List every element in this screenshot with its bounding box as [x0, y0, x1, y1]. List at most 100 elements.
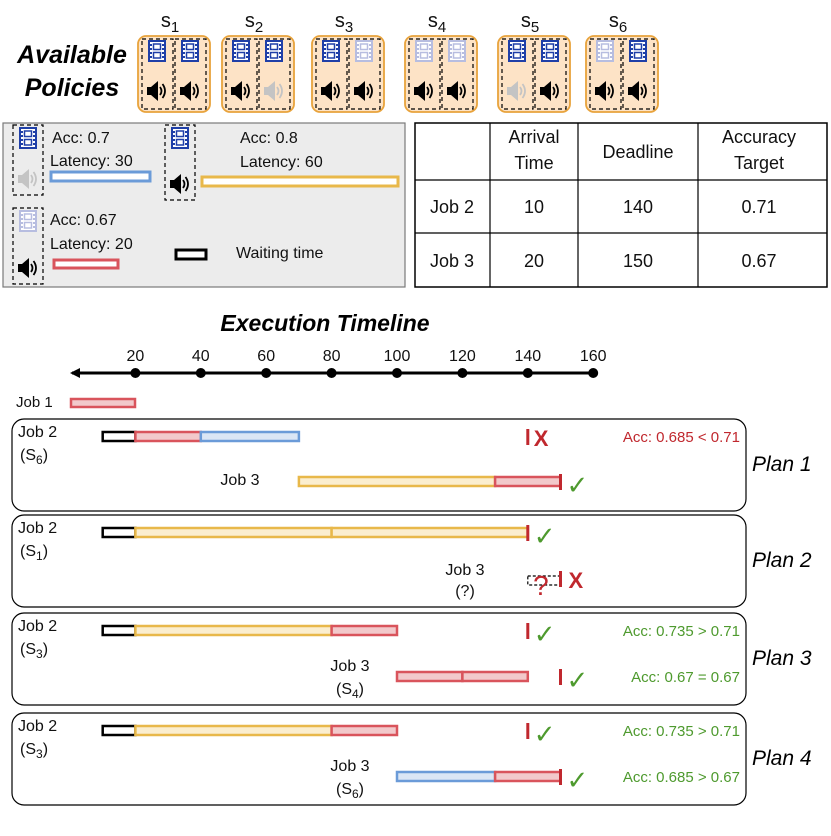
- job2-bar-yellow: [134, 724, 333, 737]
- check-icon: ✓: [567, 665, 589, 695]
- policy-card-s5: s5: [497, 10, 571, 113]
- timeline-tick-label: 100: [384, 348, 411, 365]
- policy-label-sub: 4: [438, 19, 446, 36]
- table-cell-accuracy: 0.71: [741, 197, 776, 217]
- speaker-icon: [595, 81, 614, 101]
- policy-label: s6: [609, 10, 627, 36]
- legend-waiting-bar: [174, 248, 208, 261]
- policy-label-letter: s: [428, 10, 438, 32]
- policies-title-line1: Available: [16, 41, 127, 69]
- job3-bar-red-1: [395, 670, 464, 683]
- waiting-time-bar: [101, 624, 137, 637]
- policy-label: s4: [428, 10, 446, 36]
- job3-bar-yellow: [297, 475, 497, 488]
- table-header-arrival: Arrival: [508, 127, 559, 147]
- speaker-icon: [180, 81, 199, 101]
- job2-bar-red: [330, 724, 399, 737]
- table-row: Job 3 20 150 0.67: [430, 251, 777, 271]
- timeline-tick-dot: [130, 368, 141, 378]
- timeline-tick-dot: [522, 368, 533, 378]
- policy-slot: [501, 38, 534, 110]
- table-cell-accuracy: 0.67: [741, 251, 776, 271]
- job2-bar-yellow-2: [330, 526, 530, 539]
- plan-name: Plan 2: [752, 549, 812, 572]
- policy-slot: [589, 38, 622, 110]
- job3-accuracy-note: Acc: 0.67 = 0.67: [631, 669, 740, 686]
- video-icon: [181, 40, 199, 62]
- policy-card-s2: s2: [221, 10, 295, 113]
- policy-label-letter: s: [609, 10, 619, 32]
- timeline-tick-dot: [326, 368, 337, 378]
- policy-slot: [348, 38, 381, 110]
- job3-label: Job 3: [330, 758, 369, 775]
- timeline-title: Execution Timeline: [220, 310, 429, 336]
- table-header-deadline: Deadline: [602, 142, 673, 162]
- policy-label-sub: 1: [171, 19, 179, 36]
- timeline-tick-dot: [457, 368, 468, 378]
- policy-slot: [225, 38, 258, 110]
- video-icon: [19, 127, 37, 149]
- policy-label: s2: [245, 10, 263, 36]
- speaker-icon: [147, 81, 166, 101]
- legend-entry1-bar: [49, 170, 152, 183]
- cross-icon: X: [534, 426, 549, 451]
- speaker-icon: [18, 258, 37, 278]
- video-icon: [232, 40, 250, 62]
- legend-slot: [12, 124, 44, 196]
- legend-entry3-latency: Latency: 20: [50, 236, 133, 253]
- waiting-time-bar: [101, 430, 137, 443]
- job2-accuracy-note: Acc: 0.735 > 0.71: [623, 723, 740, 740]
- speaker-icon: [354, 81, 373, 101]
- legend-entry1-acc: Acc: 0.7: [52, 130, 110, 147]
- policy-label-letter: s: [245, 10, 255, 32]
- timeline-tick-dot: [588, 368, 599, 378]
- video-icon: [171, 127, 189, 149]
- legend-entry2-acc: Acc: 0.8: [240, 130, 298, 147]
- policies-title-line2: Policies: [25, 74, 120, 102]
- jobs-table-border: [414, 122, 828, 288]
- legend-entry3-acc: Acc: 0.67: [50, 212, 117, 229]
- policy-legend-panel: Acc: 0.7 Latency: 30 Acc: 0.8 Latency: 6…: [2, 122, 406, 288]
- policy-label-sub: 2: [255, 19, 263, 36]
- timeline-tick-label: 80: [323, 348, 341, 365]
- job3-label: Job 3: [330, 658, 369, 675]
- legend-entry1-latency: Latency: 30: [50, 153, 133, 170]
- video-icon: [265, 40, 283, 62]
- policy-slot: [141, 38, 174, 110]
- table-cell-deadline: 150: [623, 251, 653, 271]
- policy-label: s3: [335, 10, 353, 36]
- cross-icon: X: [569, 568, 584, 593]
- check-icon: ✓: [534, 719, 556, 749]
- speaker-icon: [170, 174, 189, 194]
- job2-policy: (S1): [20, 543, 48, 563]
- job3-bar-red-2: [461, 670, 530, 683]
- job2-accuracy-note: Acc: 0.685 < 0.71: [623, 429, 740, 446]
- table-cell-deadline: 140: [623, 197, 653, 217]
- job2-bar-yellow: [134, 624, 333, 637]
- policy-label-letter: s: [161, 10, 171, 32]
- video-icon: [415, 40, 433, 62]
- speaker-icon: [264, 81, 283, 101]
- policy-card-s3: s3: [311, 10, 385, 113]
- speaker-icon: [540, 81, 559, 101]
- job2-bar-red: [330, 624, 399, 637]
- jobs-table: Arrival Time Deadline Accuracy Target Jo…: [414, 122, 828, 288]
- video-icon: [148, 40, 166, 62]
- question-mark-icon: ?: [533, 570, 549, 601]
- timeline-tick-label: 120: [449, 348, 476, 365]
- job2-bar-red: [134, 430, 203, 443]
- video-icon: [355, 40, 373, 62]
- job2-accuracy-note: Acc: 0.735 > 0.71: [623, 623, 740, 640]
- policy-slot: [622, 38, 655, 110]
- policy-label-sub: 3: [345, 19, 353, 36]
- legend-entry1-icon: [12, 124, 44, 196]
- job1-label: Job 1: [16, 394, 53, 411]
- waiting-time-bar: [101, 724, 137, 737]
- job3-policy: (S4): [336, 681, 364, 701]
- job3-bar-red: [493, 475, 562, 488]
- timeline-tick-label: 160: [580, 348, 607, 365]
